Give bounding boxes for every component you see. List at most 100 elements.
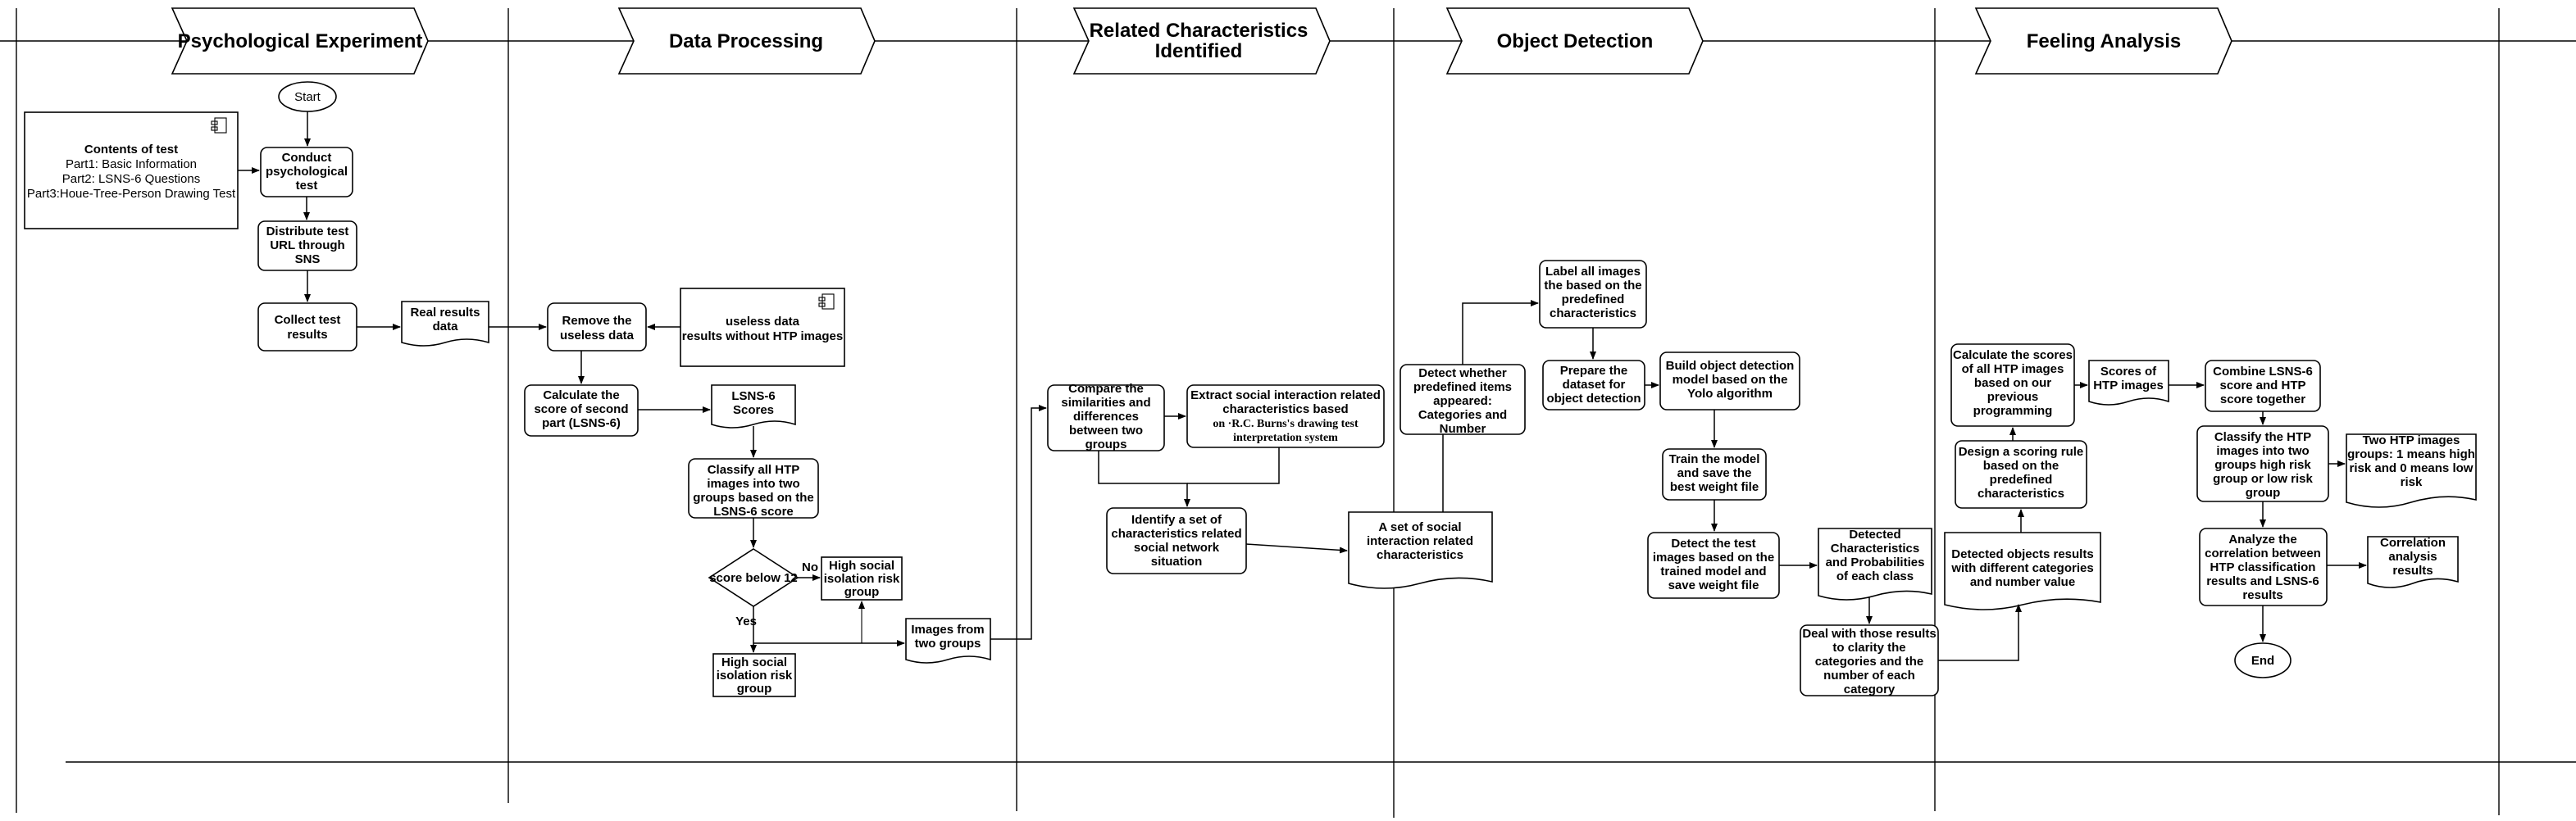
- svg-text:Start: Start: [294, 90, 321, 104]
- node-classify-two-groups: Classify all HTP images into two groups …: [688, 458, 819, 519]
- svg-text:psychological: psychological: [266, 165, 348, 179]
- svg-text:useless data: useless data: [726, 315, 800, 329]
- svg-text:group: group: [737, 682, 772, 696]
- svg-text:Label all images: Label all images: [1545, 265, 1641, 279]
- svg-text:HTP classification: HTP classification: [2210, 560, 2316, 574]
- svg-text:End: End: [2251, 654, 2274, 668]
- svg-text:Build object detection: Build object detection: [1666, 359, 1795, 373]
- svg-text:Yolo algorithm: Yolo algorithm: [1687, 387, 1773, 401]
- svg-text:appeared:: appeared:: [1433, 394, 1492, 408]
- node-decision-score: score below 12: [708, 548, 799, 607]
- node-distribute-test: Distribute test URL through SNS: [257, 220, 357, 271]
- svg-text:and Probabilities: and Probabilities: [1826, 556, 1925, 569]
- node-deal-with-results: Deal with those results to clarity the c…: [1800, 624, 1939, 696]
- svg-text:Detect the test: Detect the test: [1671, 537, 1755, 551]
- svg-text:the based on the: the based on the: [1544, 279, 1641, 293]
- svg-text:predefined: predefined: [1990, 473, 2053, 487]
- svg-text:categories and the: categories and the: [1815, 655, 1924, 669]
- svg-text:Compare the: Compare the: [1068, 382, 1144, 396]
- svg-text:groups based on the: groups based on the: [693, 491, 814, 505]
- svg-text:differences: differences: [1073, 410, 1139, 424]
- svg-text:groups: 1 means high: groups: 1 means high: [2347, 447, 2475, 461]
- svg-text:Categories and: Categories and: [1418, 408, 1507, 422]
- svg-text:Images from: Images from: [911, 623, 984, 637]
- stage-title: Psychological Experiment: [178, 30, 423, 52]
- node-detected-characteristics: Detected Characteristics and Probabiliti…: [1818, 528, 1932, 601]
- svg-text:Contents of test: Contents of test: [84, 143, 178, 156]
- svg-text:social network: social network: [1134, 541, 1220, 555]
- node-high-risk-right: High social isolation risk group: [821, 556, 903, 601]
- node-high-risk-bottom: High social isolation risk group: [712, 653, 796, 697]
- branch-no-label: No: [802, 560, 818, 574]
- svg-text:model based on the: model based on the: [1673, 373, 1788, 387]
- svg-text:data: data: [433, 320, 459, 333]
- svg-text:Number: Number: [1440, 422, 1486, 436]
- svg-text:Calculate the scores: Calculate the scores: [1953, 348, 2073, 362]
- node-two-htp-groups: Two HTP images groups: 1 means high risk…: [2346, 433, 2477, 508]
- stage-header-feeling-analysis: Feeling Analysis: [1974, 7, 2232, 75]
- stage-header-object-detection: Object Detection: [1445, 7, 1704, 75]
- svg-text:part (LSNS-6): part (LSNS-6): [542, 416, 621, 430]
- svg-text:score and HTP: score and HTP: [2219, 379, 2305, 392]
- node-conduct-test: Conduct psychological test: [260, 147, 353, 197]
- node-train-model: Train the model and save the best weight…: [1662, 448, 1767, 501]
- svg-text:Design a scoring rule: Design a scoring rule: [1959, 445, 2084, 459]
- svg-text:results: results: [2242, 588, 2282, 602]
- node-build-model: Build object detection model based on th…: [1659, 352, 1800, 410]
- svg-text:Calculate the: Calculate the: [543, 388, 619, 402]
- svg-text:group: group: [2246, 486, 2281, 500]
- svg-text:Conduct: Conduct: [282, 151, 332, 165]
- svg-text:score of second: score of second: [534, 402, 628, 416]
- svg-text:isolation risk: isolation risk: [717, 669, 793, 683]
- svg-text:test: test: [296, 179, 318, 193]
- node-useless-data: useless data results without HTP images: [680, 288, 845, 367]
- svg-text:and save the: and save the: [1677, 466, 1752, 480]
- node-real-results-data: Real results data: [401, 301, 489, 347]
- stage-header-related-characteristics: Related Characteristics Identified: [1072, 7, 1331, 75]
- svg-text:dataset for: dataset for: [1563, 378, 1626, 392]
- node-classify-htp: Classify the HTP images into two groups …: [2196, 425, 2329, 502]
- node-combine-scores: Combine LSNS-6 score and HTP score toget…: [2205, 360, 2321, 412]
- svg-text:and number value: and number value: [1970, 575, 2075, 589]
- node-collect-results: Collect test results: [257, 302, 357, 352]
- svg-text:predefined: predefined: [1562, 293, 1625, 306]
- node-correlation-results: Correlation analysis results: [2367, 536, 2459, 588]
- node-calculate-second-part: Calculate the score of second part (LSNS…: [524, 384, 639, 437]
- component-icon: [211, 117, 227, 134]
- svg-text:Part3:Houe-Tree-Person Drawing: Part3:Houe-Tree-Person Drawing Test: [27, 187, 236, 201]
- svg-text:Analyze the: Analyze the: [2228, 533, 2296, 547]
- svg-text:groups high risk: groups high risk: [2214, 458, 2311, 472]
- stage-title: Data Processing: [669, 30, 823, 52]
- stage-header-psychological-experiment: Psychological Experiment: [171, 7, 429, 75]
- branch-yes-label: Yes: [735, 615, 757, 628]
- svg-text:Combine LSNS-6: Combine LSNS-6: [2213, 365, 2313, 379]
- svg-text:Part1: Basic Information: Part1: Basic Information: [66, 157, 197, 171]
- svg-text:risk: risk: [2401, 475, 2423, 489]
- svg-text:characteristics: characteristics: [1377, 548, 1463, 562]
- svg-text:Scores of: Scores of: [2100, 365, 2157, 379]
- node-compare-groups: Compare the similarities and differences…: [1047, 382, 1165, 451]
- svg-text:LSNS-6: LSNS-6: [731, 389, 775, 403]
- svg-text:risk and 0 means low: risk and 0 means low: [2350, 461, 2474, 475]
- node-analyze-correlation: Analyze the correlation between HTP clas…: [2199, 528, 2328, 606]
- node-prepare-dataset: Prepare the dataset for object detection: [1542, 360, 1645, 410]
- node-images-two-groups: Images from two groups: [905, 618, 991, 664]
- svg-text:based on our: based on our: [1974, 376, 2051, 390]
- svg-text:with different categories: with different categories: [1950, 561, 2093, 575]
- node-detect-test-images: Detect the test images based on the trai…: [1647, 532, 1780, 599]
- svg-text:of all HTP images: of all HTP images: [1962, 362, 2064, 376]
- stage-title-line2: Identified: [1155, 40, 1243, 62]
- node-detected-objects: Detected objects results with different …: [1944, 532, 2101, 610]
- svg-text:of each class: of each class: [1836, 569, 1914, 583]
- node-remove-useless: Remove the useless data: [547, 302, 647, 352]
- node-extract-characteristics: Extract social interaction related chara…: [1186, 384, 1385, 448]
- svg-text:score below 12: score below 12: [709, 571, 798, 585]
- svg-text:results: results: [287, 328, 327, 342]
- svg-text:Remove the: Remove the: [562, 314, 631, 328]
- svg-text:Characteristics: Characteristics: [1831, 542, 1919, 556]
- node-detect-items: Detect whether predefined items appeared…: [1400, 364, 1526, 436]
- svg-text:Detected: Detected: [1849, 528, 1900, 542]
- svg-text:results and LSNS-6: results and LSNS-6: [2206, 574, 2319, 588]
- stage-title-line1: Related Characteristics: [1090, 20, 1308, 42]
- stage-title: Feeling Analysis: [2027, 30, 2182, 52]
